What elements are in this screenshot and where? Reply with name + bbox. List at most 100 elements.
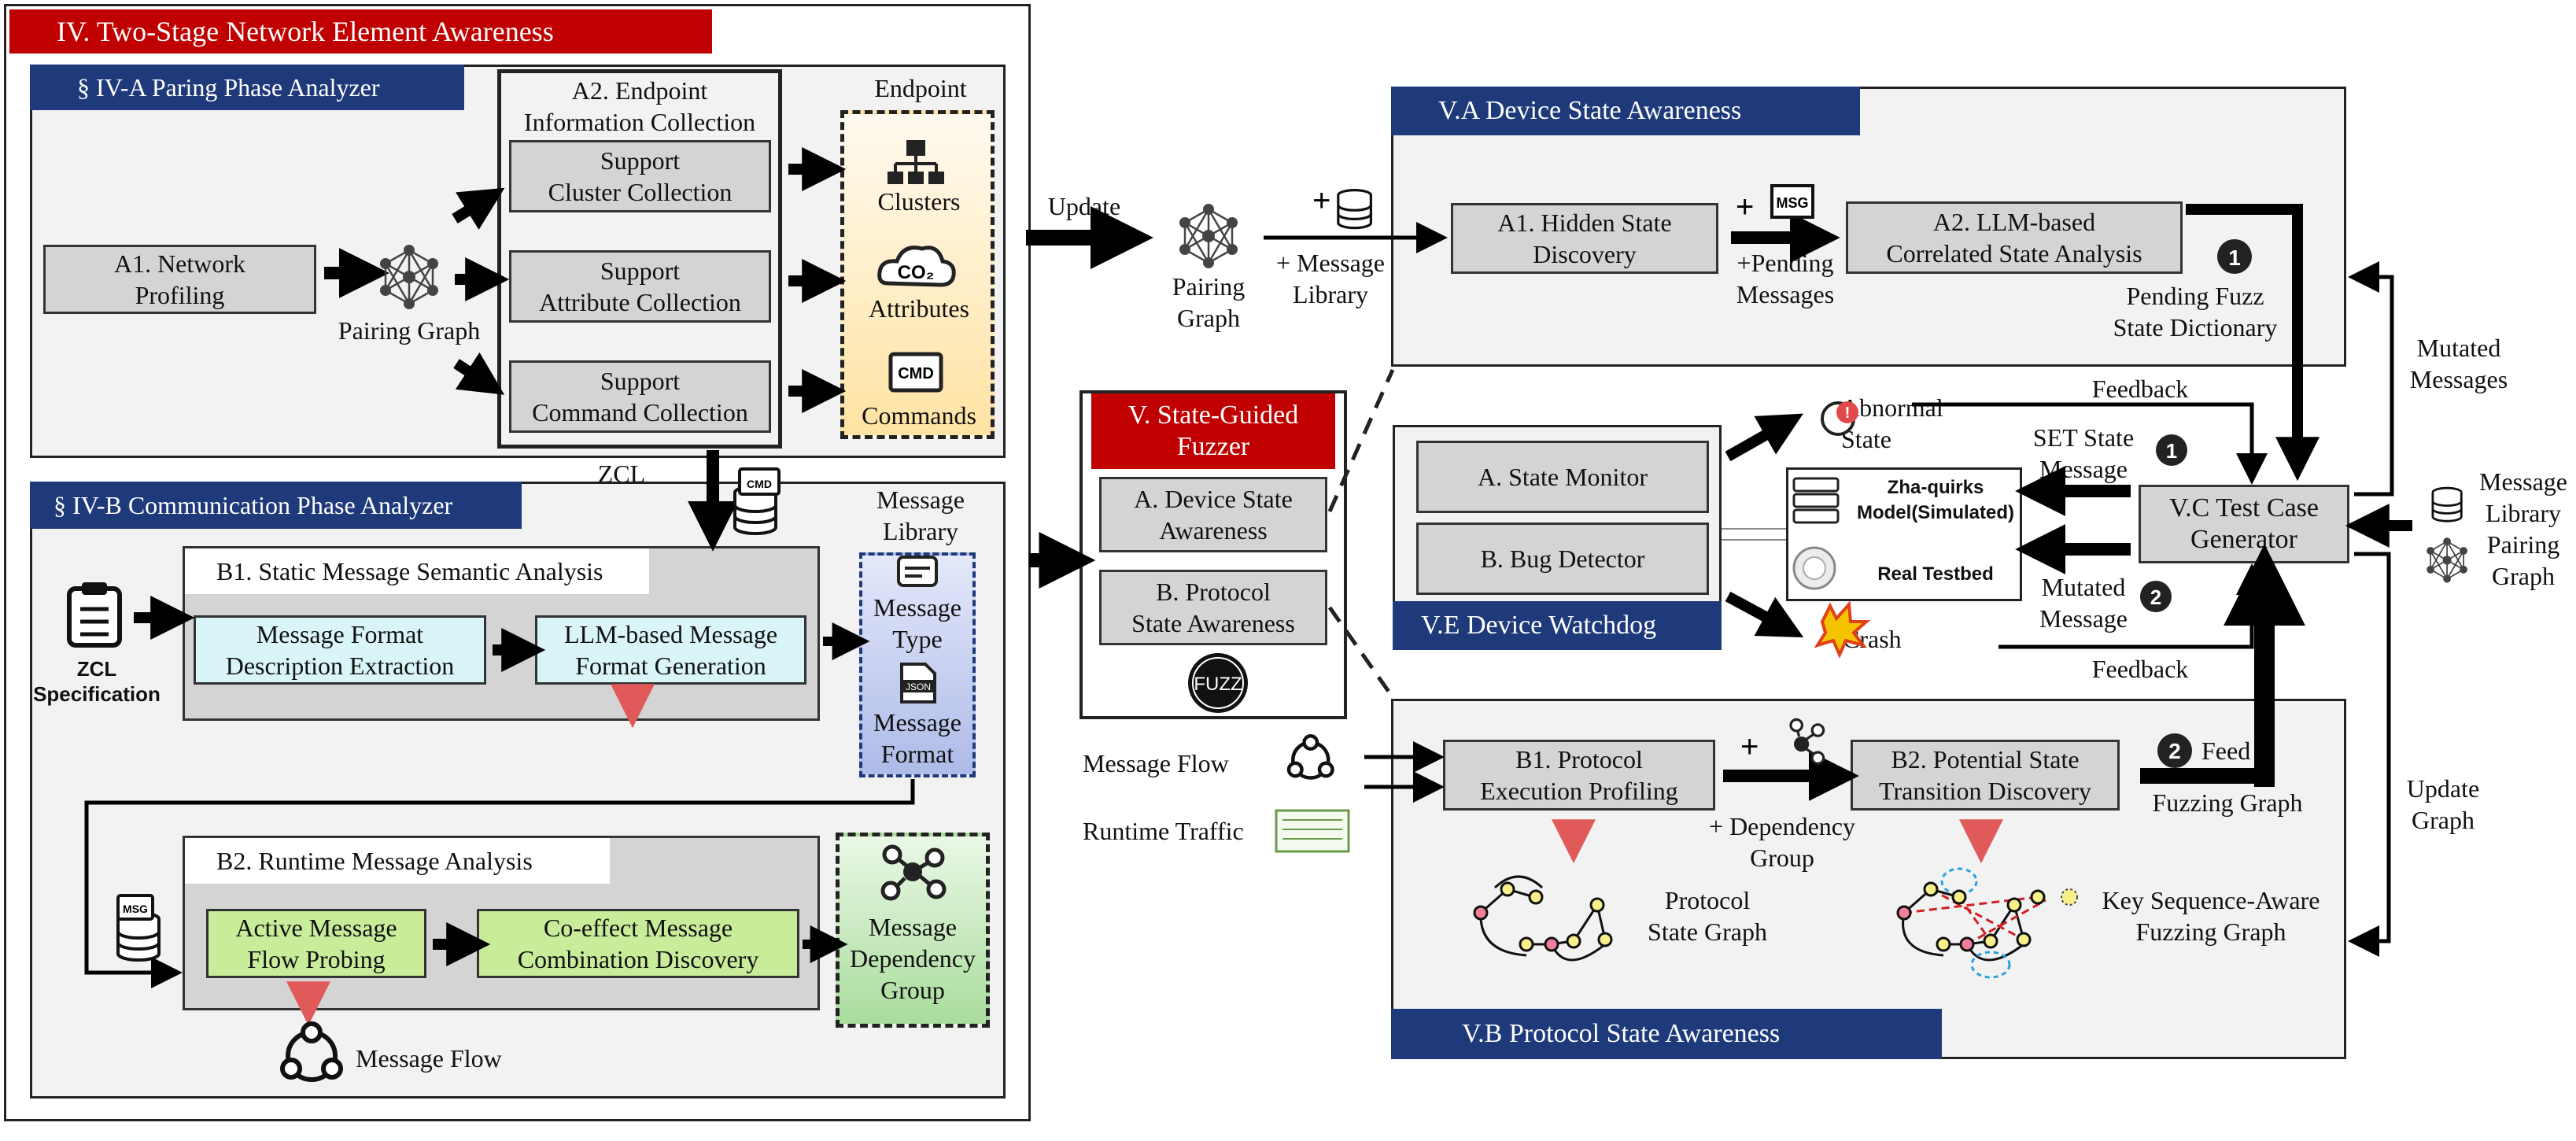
- abnormal-state-label: Abnormal State: [1841, 393, 1943, 453]
- message-flow-icon: [282, 1024, 341, 1080]
- svg-text:+: +: [1740, 729, 1759, 764]
- feedback-top-label: Feedback: [2091, 375, 2189, 403]
- runtime-traffic-label: Runtime Traffic: [1083, 817, 1244, 845]
- fuzzing-graph-label: Fuzzing Graph: [2152, 788, 2303, 817]
- va-title: V.A Device State Awareness: [1391, 87, 1860, 135]
- clusters-label: Clusters: [877, 187, 961, 216]
- endpoint-label: Endpoint: [874, 74, 967, 102]
- svg-text:2: 2: [2150, 585, 2161, 609]
- commands-label: Commands: [862, 401, 976, 430]
- ve-state-monitor: A. State Monitor: [1416, 441, 1709, 513]
- co2-cloud-icon: CO₂: [877, 246, 956, 287]
- pairing-graph-center-label: Pairing Graph: [1172, 272, 1246, 332]
- right-message-library-label: Message Library: [2479, 467, 2567, 527]
- svg-text:MSG: MSG: [1776, 195, 1808, 211]
- active-message-flow-probing: Active Message Flow Probing: [206, 909, 426, 978]
- zcl-specification-label: ZCL Specification: [33, 657, 161, 706]
- va-a1-hidden-state: A1. Hidden State Discovery: [1451, 203, 1718, 274]
- svg-text:CO₂: CO₂: [898, 262, 935, 283]
- fuzzer-device-state: A. Device State Awareness: [1099, 477, 1327, 552]
- abnormal-state-icon: !: [1821, 401, 1858, 436]
- key-sequence-icon: [2061, 888, 2078, 906]
- mutated-message-label: Mutated Message: [2039, 573, 2128, 633]
- svg-text:+: +: [1736, 190, 1754, 224]
- a2-title: A2. Endpoint Information Collection: [523, 76, 756, 136]
- runtime-traffic-icon: [1275, 809, 1350, 853]
- message-flow-center-icon: [1289, 736, 1333, 777]
- pending-fuzz-dictionary-label: Pending Fuzz State Dictionary: [2113, 282, 2278, 342]
- iv-a-title: § IV-A Paring Phase Analyzer: [30, 65, 464, 110]
- protocol-state-graph: [1473, 875, 1613, 962]
- svg-text:CMD: CMD: [747, 478, 772, 490]
- message-library-label: Message Library: [877, 486, 965, 545]
- plus-message-library-label: + Message Library: [1275, 249, 1385, 308]
- svg-text:1: 1: [2228, 246, 2241, 270]
- clusters-icon: [888, 140, 944, 184]
- llm-message-format: LLM-based Message Format Generation: [535, 615, 806, 685]
- vb-title: V.B Protocol State Awareness: [1391, 1009, 1942, 1059]
- fuzzer-title: V. State-Guided Fuzzer: [1091, 393, 1335, 469]
- crash-icon: [1814, 600, 1871, 659]
- dependency-group-label: + Dependency Group: [1709, 812, 1855, 872]
- message-library-small-icon: [1337, 189, 1373, 230]
- vb-b1-execution-profiling: B1. Protocol Execution Profiling: [1443, 740, 1715, 811]
- support-command-collection: Support Command Collection: [509, 360, 771, 433]
- message-format-label: Message Format: [873, 708, 961, 768]
- support-cluster-collection: Support Cluster Collection: [509, 140, 771, 212]
- ve-title: V.E Device Watchdog: [1393, 601, 1722, 650]
- step-2-badge-vb: [2157, 733, 2192, 768]
- section-iv-title: IV. Two-Stage Network Element Awareness: [9, 9, 712, 54]
- message-type-icon: [897, 556, 938, 587]
- message-flow-center-label: Message Flow: [1083, 749, 1229, 777]
- mutated-messages-label: Mutated Messages: [2409, 334, 2508, 393]
- feed-label: Feed: [2201, 737, 2251, 765]
- message-dependency-group-label: Message Dependency Group: [850, 913, 976, 1004]
- step-2-badge-vc: [2140, 581, 2172, 612]
- svg-text:CMD: CMD: [898, 365, 934, 382]
- vb-b2-transition-discovery: B2. Potential State Transition Discovery: [1851, 740, 2120, 811]
- msg-database-icon: MSG: [116, 894, 161, 962]
- a1-network-profiling: A1. Network Profiling: [43, 245, 316, 314]
- b2-title: B2. Runtime Message Analysis: [185, 838, 610, 884]
- fuzzing-graph: [1896, 867, 2046, 979]
- right-pairing-graph-label: Pairing Graph: [2486, 530, 2560, 590]
- clipboard-icon: [67, 582, 122, 648]
- svg-text:FUZZ: FUZZ: [1194, 674, 1242, 695]
- dependency-icon: [1789, 718, 1825, 766]
- update-graph-label: Update Graph: [2406, 774, 2480, 834]
- fuzz-badge-icon: FUZZ: [1188, 653, 1248, 713]
- svg-text:+: +: [1312, 183, 1330, 218]
- right-pairing-graph-icon: [2426, 537, 2468, 584]
- svg-text:JSON: JSON: [906, 681, 931, 692]
- coeffect-message-combination: Co-effect Message Combination Discovery: [477, 909, 799, 978]
- iv-b-title: § IV-B Communication Phase Analyzer: [30, 482, 522, 529]
- va-a2-llm-correlated: A2. LLM-based Correlated State Analysis: [1846, 201, 2183, 274]
- svg-text:!: !: [1845, 404, 1851, 422]
- real-testbed-label: Real Testbed: [1877, 563, 1994, 585]
- svg-text:1: 1: [2166, 439, 2177, 463]
- zha-quirks-model-label: Zha-quirks Model(Simulated): [1856, 477, 2014, 523]
- pairing-graph-center-icon: [1178, 202, 1239, 270]
- support-attribute-collection: Support Attribute Collection: [509, 250, 771, 323]
- svg-text:2: 2: [2168, 739, 2181, 763]
- key-sequence-graph-label: Key Sequence-Aware Fuzzing Graph: [2102, 886, 2320, 946]
- msg-card-icon: MSG: [1770, 184, 1814, 219]
- ve-bug-detector: B. Bug Detector: [1416, 522, 1709, 595]
- dependency-group-icon: [880, 844, 947, 901]
- message-flow-bottom-label: Message Flow: [356, 1044, 502, 1073]
- feedback-bottom-label: Feedback: [2091, 655, 2189, 683]
- message-format-description: Message Format Description Extraction: [194, 615, 486, 685]
- fuzzer-protocol-state: B. Protocol State Awareness: [1099, 570, 1327, 645]
- protocol-state-graph-label: Protocol State Graph: [1648, 886, 1767, 946]
- pairing-graph-label: Pairing Graph: [338, 316, 481, 345]
- right-message-library-icon: [2431, 486, 2463, 522]
- attributes-label: Attributes: [869, 294, 969, 323]
- cmd-icon: CMD: [888, 352, 943, 393]
- device-icon: [1792, 546, 1836, 590]
- json-file-icon: JSON: [900, 663, 936, 703]
- cmd-database-icon: CMD: [733, 467, 781, 535]
- svg-text:MSG: MSG: [123, 903, 148, 915]
- server-icon: [1792, 477, 1840, 524]
- vc-test-case-generator: V.C Test Case Generator: [2139, 485, 2349, 563]
